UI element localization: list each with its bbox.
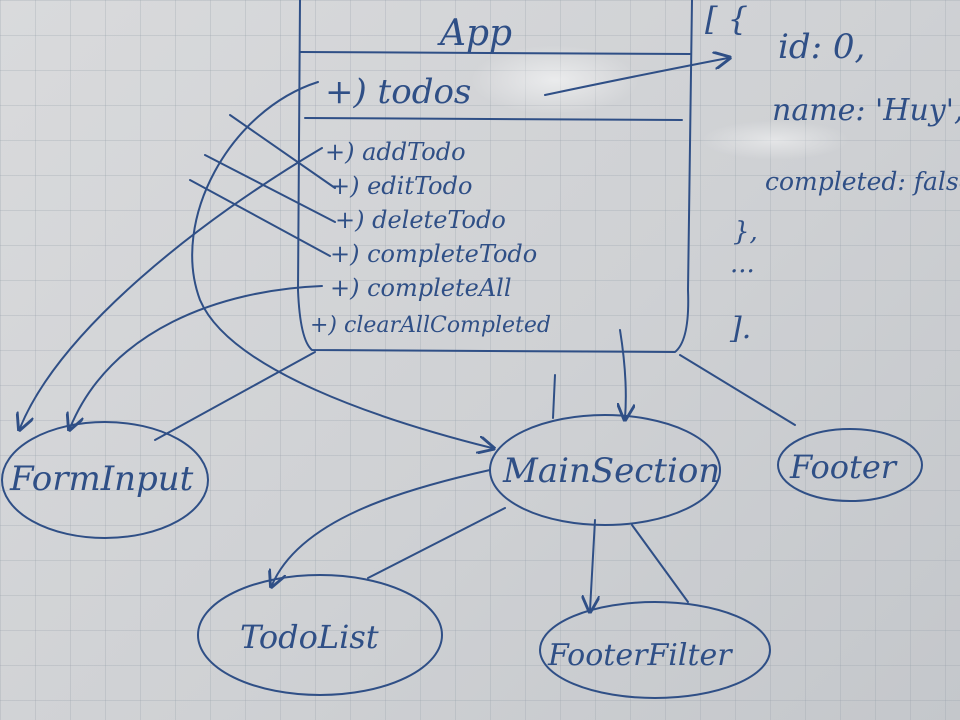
component-todo-list: TodoList bbox=[197, 574, 443, 696]
clear-all-to-main-section-arrow bbox=[620, 329, 626, 418]
light-glare bbox=[700, 120, 850, 160]
component-form-input: FormInput bbox=[1, 421, 209, 539]
method-delete-todo: +) deleteTodo bbox=[335, 206, 506, 234]
component-footer: Footer bbox=[777, 428, 923, 502]
connections bbox=[20, 81, 796, 610]
app-attr-divider bbox=[304, 117, 683, 121]
object-brace-close: }, bbox=[733, 217, 758, 247]
method-add-todo: +) addTodo bbox=[325, 138, 466, 166]
todo-list-to-main-section-line bbox=[367, 507, 506, 579]
add-todo-to-form-input-arrow bbox=[20, 147, 323, 428]
form-input-label: FormInput bbox=[9, 459, 194, 499]
edit-todo-link bbox=[229, 114, 336, 189]
app-to-footer-line bbox=[679, 354, 796, 426]
todos-to-object-arrow bbox=[544, 58, 728, 96]
footer-label: Footer bbox=[789, 448, 898, 486]
footer-filter-to-main-section-line bbox=[631, 524, 689, 603]
method-complete-todo: +) completeTodo bbox=[330, 240, 537, 268]
light-glare bbox=[470, 45, 640, 115]
app-attribute-todos: +) todos bbox=[325, 72, 471, 112]
todo-object-notes: [ { id: 0, name: 'Huy', completed: false… bbox=[705, 0, 960, 346]
object-field-id: id: 0, bbox=[778, 27, 865, 67]
app-title-divider bbox=[299, 51, 691, 55]
app-to-main-section-line bbox=[552, 374, 556, 419]
object-ellipsis: ... bbox=[730, 249, 755, 279]
component-main-section: MainSection bbox=[489, 414, 721, 526]
todo-list-ellipse bbox=[197, 574, 443, 696]
method-clear-all-completed: +) clearAllCompleted bbox=[310, 313, 551, 338]
app-title: App bbox=[437, 13, 512, 54]
method-edit-todo: +) editTodo bbox=[330, 172, 472, 200]
footer-filter-ellipse bbox=[539, 601, 771, 699]
footer-filter-label: FooterFilter bbox=[547, 638, 733, 673]
app-box-outline bbox=[297, 0, 693, 353]
complete-all-to-form-input-arrow bbox=[70, 285, 323, 428]
form-input-ellipse bbox=[1, 421, 209, 539]
footer-ellipse bbox=[777, 428, 923, 502]
object-field-completed: completed: false bbox=[765, 167, 960, 196]
component-footer-filter: FooterFilter bbox=[539, 601, 771, 699]
main-section-to-todo-list-arrow bbox=[272, 469, 491, 585]
main-section-label: MainSection bbox=[502, 451, 720, 491]
todos-to-main-section-arrow bbox=[191, 81, 492, 448]
todo-list-label: TodoList bbox=[240, 618, 379, 656]
object-field-name: name: 'Huy', bbox=[772, 93, 960, 128]
app-class-box: App +) todos +) addTodo +) editTodo +) d… bbox=[297, 0, 693, 353]
object-bracket-close: ]. bbox=[729, 311, 751, 346]
delete-todo-link bbox=[204, 154, 336, 223]
method-complete-all: +) completeAll bbox=[330, 274, 512, 302]
main-section-to-footer-filter-arrow bbox=[590, 519, 595, 610]
complete-todo-link bbox=[189, 179, 331, 257]
object-brace-open: [ { bbox=[705, 0, 748, 38]
form-input-to-app-line bbox=[154, 351, 316, 441]
